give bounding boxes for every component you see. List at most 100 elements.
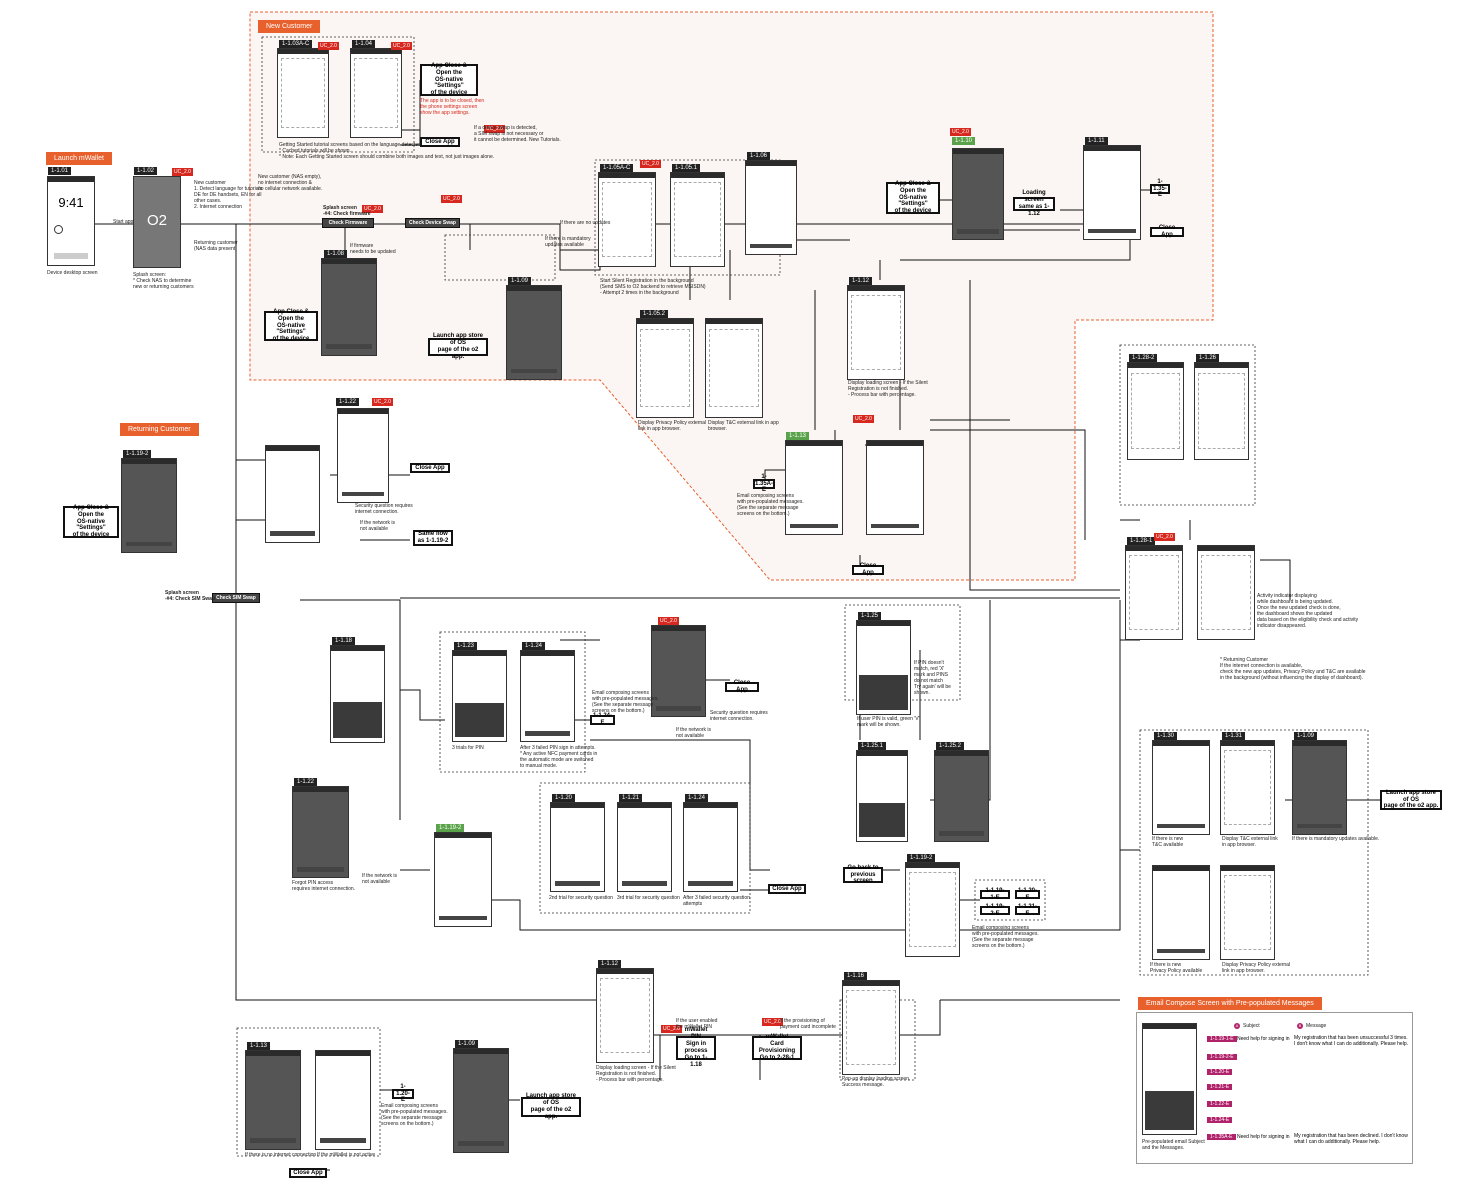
- screen-id-1-1-19-2-low: 1-1.19-2: [436, 824, 465, 832]
- privacy-note: Display Privacy Policy external link in …: [638, 420, 707, 432]
- email-compose-note-2: Email composing screens with pre-populat…: [592, 690, 659, 714]
- no-network-note-1: If the network is not available: [360, 520, 396, 532]
- email-id-1-1-19-2[interactable]: 1-1.19-2-E: [980, 904, 1010, 917]
- req-tag: UC_2.0: [391, 42, 412, 50]
- close-app-button-7[interactable]: Close App: [289, 1168, 327, 1178]
- screen-id-1-1-12: 1-1.12: [849, 277, 873, 285]
- close-app-button-4[interactable]: Close App: [410, 463, 450, 473]
- screen-id-1-1-19-2-b: 1-1.19-2: [907, 854, 936, 862]
- screen-id-1-1-24: 1-1.24: [522, 642, 546, 650]
- phone-1-1-13b: [866, 440, 924, 535]
- check-device-swap-button[interactable]: Check Device Swap: [405, 218, 460, 228]
- splash-sim-note: Splash screen -#4: Check SIM Swap: [165, 590, 216, 602]
- email-row-id: 1-1.22-E: [1207, 1101, 1233, 1107]
- email-compose-phone: [1142, 1023, 1197, 1135]
- screen-id-1-1-22: 1-1.22: [336, 398, 360, 406]
- message-marker: B: [1297, 1023, 1303, 1029]
- close-app-button-3[interactable]: Close App: [852, 563, 884, 576]
- card-provisioning-box[interactable]: mWallet Card Provisioning Go to 2-28-1: [752, 1034, 802, 1061]
- app-close-settings-box-2[interactable]: App Close & Open the OS-native "Settings…: [264, 309, 318, 342]
- email-id-1-1-21[interactable]: 1-1.21-E: [1015, 904, 1040, 917]
- req-tag: UC_2.0: [172, 168, 193, 176]
- check-sim-swap-button[interactable]: Check SIM Swap: [212, 593, 260, 603]
- screen-id-1-1-09-low: 1-1.09: [455, 1040, 479, 1048]
- phone-1-1-12-low: [596, 968, 654, 1063]
- check-firmware-button[interactable]: Check Firmware: [322, 218, 374, 228]
- phone-1-1-22-low: [292, 786, 349, 878]
- screen-id-1-1-12-low: 1-1.12: [598, 960, 622, 968]
- close-app-button-2[interactable]: Close App: [1150, 225, 1184, 238]
- email-row-1: 1-1.19-1-E Need help for signing in My r…: [1207, 1035, 1408, 1047]
- phone-new-tc: [1152, 740, 1210, 835]
- returning-customer-note: Returning customer (NAS data present): [194, 240, 238, 252]
- screen-id-1-1-23: 1-1.23: [454, 642, 478, 650]
- screen-id-1-1-09: 1-1.09: [508, 277, 532, 285]
- phone-1-1-03: [277, 48, 329, 138]
- o2-logo: O2: [146, 212, 167, 229]
- pin-valid-note: If user PIN is valid, green 'V' mark wil…: [857, 716, 920, 728]
- phone-1-1-19-2: [434, 832, 492, 927]
- sec-3rd-note: 3rd trial for security question: [617, 895, 680, 901]
- close-app-button-6[interactable]: Close App: [768, 884, 806, 894]
- phone-tc: [705, 318, 763, 418]
- phone-1-1-25-2: [934, 750, 989, 842]
- email-row-3: 1-1.20-E: [1207, 1068, 1407, 1078]
- launch-store-box-2[interactable]: Launch app store of OS page of the o2 ap…: [1380, 790, 1442, 810]
- mandatory-updates-note: If there is mandatory updates available: [545, 236, 591, 248]
- screen-id-1-1-20: 1-1.20: [552, 794, 576, 802]
- email-compose-note-1: Email composing screens with pre-populat…: [737, 493, 804, 517]
- phone-dashboard: [1125, 545, 1183, 640]
- phone-returning-1: [265, 445, 320, 543]
- no-customer-note: New customer (NAS empty), no internet co…: [258, 174, 323, 192]
- launch-store-box-3[interactable]: Launch app store of OS page of the o2 ap…: [521, 1093, 581, 1120]
- email-id-1-1-24[interactable]: 1-1.24-E: [590, 713, 615, 726]
- loading-screen-box[interactable]: Loading screen same as 1-1.12: [1013, 190, 1055, 217]
- email-id-1-1-20[interactable]: 1-1.20-E: [1015, 888, 1040, 901]
- phone-mandatory: [1292, 740, 1347, 835]
- app-close-settings-box-3[interactable]: App Close & Open the OS-native "Settings…: [886, 181, 940, 214]
- email-id-1-1-35a[interactable]: 1-1.35A-E: [753, 474, 775, 493]
- pin-signin-box[interactable]: mWallet PIN Sign in process Go to 1-1.18: [676, 1027, 716, 1068]
- splash-screen-id: 1-1.02: [134, 167, 158, 175]
- app-close-settings-box-4[interactable]: App Close & Open the OS-native "Settings…: [63, 505, 119, 538]
- screen-id-1-1-10: 1-1.10: [952, 137, 976, 145]
- screen-id-1-1-25-1: 1-1.25.1: [858, 742, 887, 750]
- after-three-note: After 3 failed PIN sign in attempts. * A…: [520, 745, 598, 769]
- close-app-button-1[interactable]: Close App: [420, 137, 460, 147]
- screen-id-1-1-30: 1-1.30: [1154, 732, 1178, 740]
- subject-header: Subject: [1243, 1023, 1260, 1029]
- email-row-id: 1-1.21-E: [1207, 1084, 1233, 1090]
- phone-1-1-20c: [315, 1050, 371, 1150]
- email-id-1-1-19-1[interactable]: 1-1.19-1-E: [980, 888, 1010, 901]
- screen-id-1-1-09-right: 1-1.09: [1294, 732, 1318, 740]
- start-app-label: Start app: [113, 219, 134, 225]
- req-tag: UC_2.0: [484, 125, 505, 133]
- app-icon[interactable]: [54, 225, 63, 234]
- screen-id-1-1-05: 1-1.05A-C: [600, 164, 634, 172]
- screen-id-1-1-18: 1-1.18: [332, 637, 356, 645]
- pin-sign-in-note: If the user enabled the mWallet PIN: [676, 1018, 718, 1030]
- launch-store-box-1[interactable]: Launch app store of OS page of the o2 ap…: [428, 333, 488, 360]
- email-compose-note-3: Email composing screens with pre-populat…: [972, 925, 1039, 949]
- splash-phone: O2: [133, 176, 181, 268]
- email-compose-note-4: Email composing screens with pre-populat…: [381, 1103, 448, 1127]
- same-flow-box[interactable]: Same flow as 1-1.19-2: [413, 530, 453, 546]
- close-app-button-5[interactable]: Close App: [725, 680, 759, 693]
- req-tag: UC_2.0: [853, 415, 874, 423]
- phone-1-1-26: [1194, 362, 1249, 460]
- email-id-1-1-35[interactable]: 1-1.35-E: [1150, 179, 1170, 198]
- screen-id-1-1-28-2: 1-1.28-2: [1129, 354, 1158, 362]
- display-tc-note: Display T&C external link in app browser…: [1222, 836, 1278, 848]
- phone-1-1-09: [506, 285, 562, 380]
- clock-time: 9:41: [58, 195, 84, 210]
- app-close-settings-box-1[interactable]: App Close & Open the OS-native "Settings…: [420, 63, 478, 96]
- security-q-note-2: Security question requires internet conn…: [710, 710, 768, 722]
- screen-id-1-1-13-low: 1-1.13: [247, 1042, 271, 1050]
- go-back-box[interactable]: Go back to previous screen: [843, 865, 883, 884]
- no-internet-note: If there is no internet connection: [245, 1152, 317, 1158]
- email-row-subject: Need help for signing in: [1237, 1134, 1290, 1140]
- phone-firmware: [321, 258, 377, 356]
- splash-caption: Splash screen: * Check NAS to determine …: [133, 272, 194, 290]
- phone-1-1-28-2: [1127, 362, 1184, 460]
- email-id-1-1-20-low[interactable]: 1-1.20-E: [392, 1084, 414, 1103]
